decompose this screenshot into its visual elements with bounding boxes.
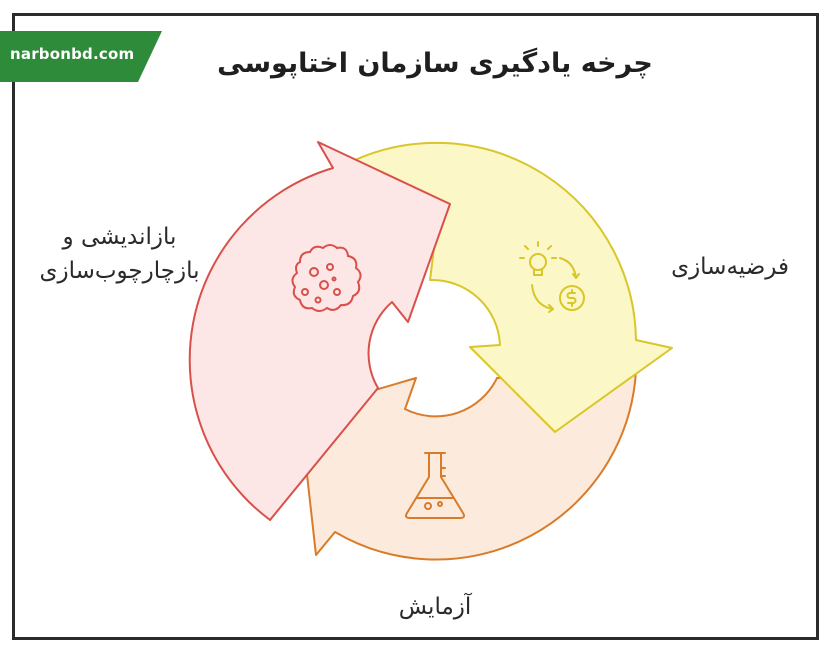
- stage-rethink-arrow: [188, 141, 451, 521]
- stage-rethink-label: بازاندیشی و بازچارچوب‌سازی: [22, 220, 217, 288]
- stage-experiment-label: آزمایش: [398, 594, 472, 620]
- diagram-title: چرخه یادگیری سازمان اختاپوسی: [217, 48, 653, 79]
- site-badge-text: narbonbd.com: [10, 45, 135, 63]
- stage-rethink-label-line1: بازاندیشی و: [62, 224, 177, 250]
- stage-rethink-label-line2: بازچارچوب‌سازی: [39, 258, 200, 284]
- stage-hypothesis-label: فرضیه‌سازی: [671, 254, 789, 280]
- idea-money-cycle-icon: [519, 241, 585, 313]
- site-badge[interactable]: narbonbd.com: [0, 31, 162, 82]
- flask-icon: [405, 452, 465, 519]
- stage-hypothesis-arrow: [354, 141, 673, 433]
- brain-cells-icon: [291, 244, 362, 312]
